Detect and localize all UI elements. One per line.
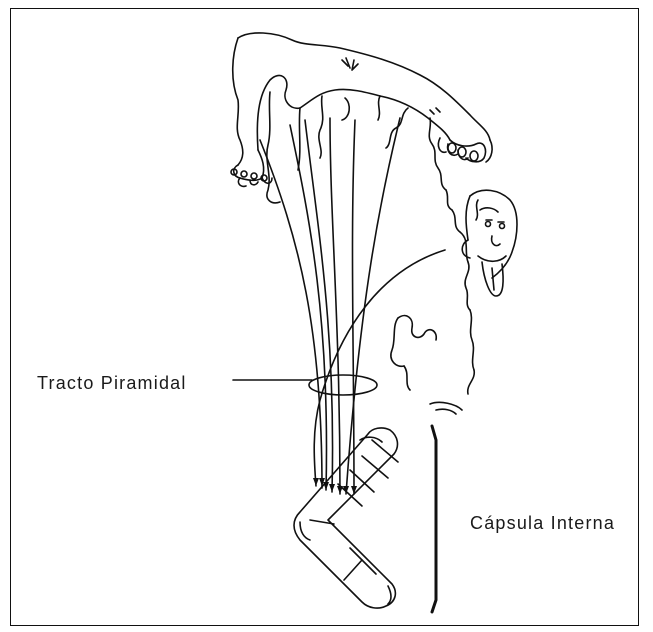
tract-ellipse: [309, 375, 377, 395]
fiber-arrowheads: [313, 478, 357, 494]
descending-fibers: [260, 118, 445, 494]
internal-capsule-label: Cápsula Interna: [470, 513, 615, 534]
capsule-bracket: [432, 426, 436, 612]
pyramidal-tract-label: Tracto Piramidal: [37, 373, 187, 394]
face-figure: [462, 190, 517, 296]
internal-capsule-shape: [294, 428, 398, 608]
